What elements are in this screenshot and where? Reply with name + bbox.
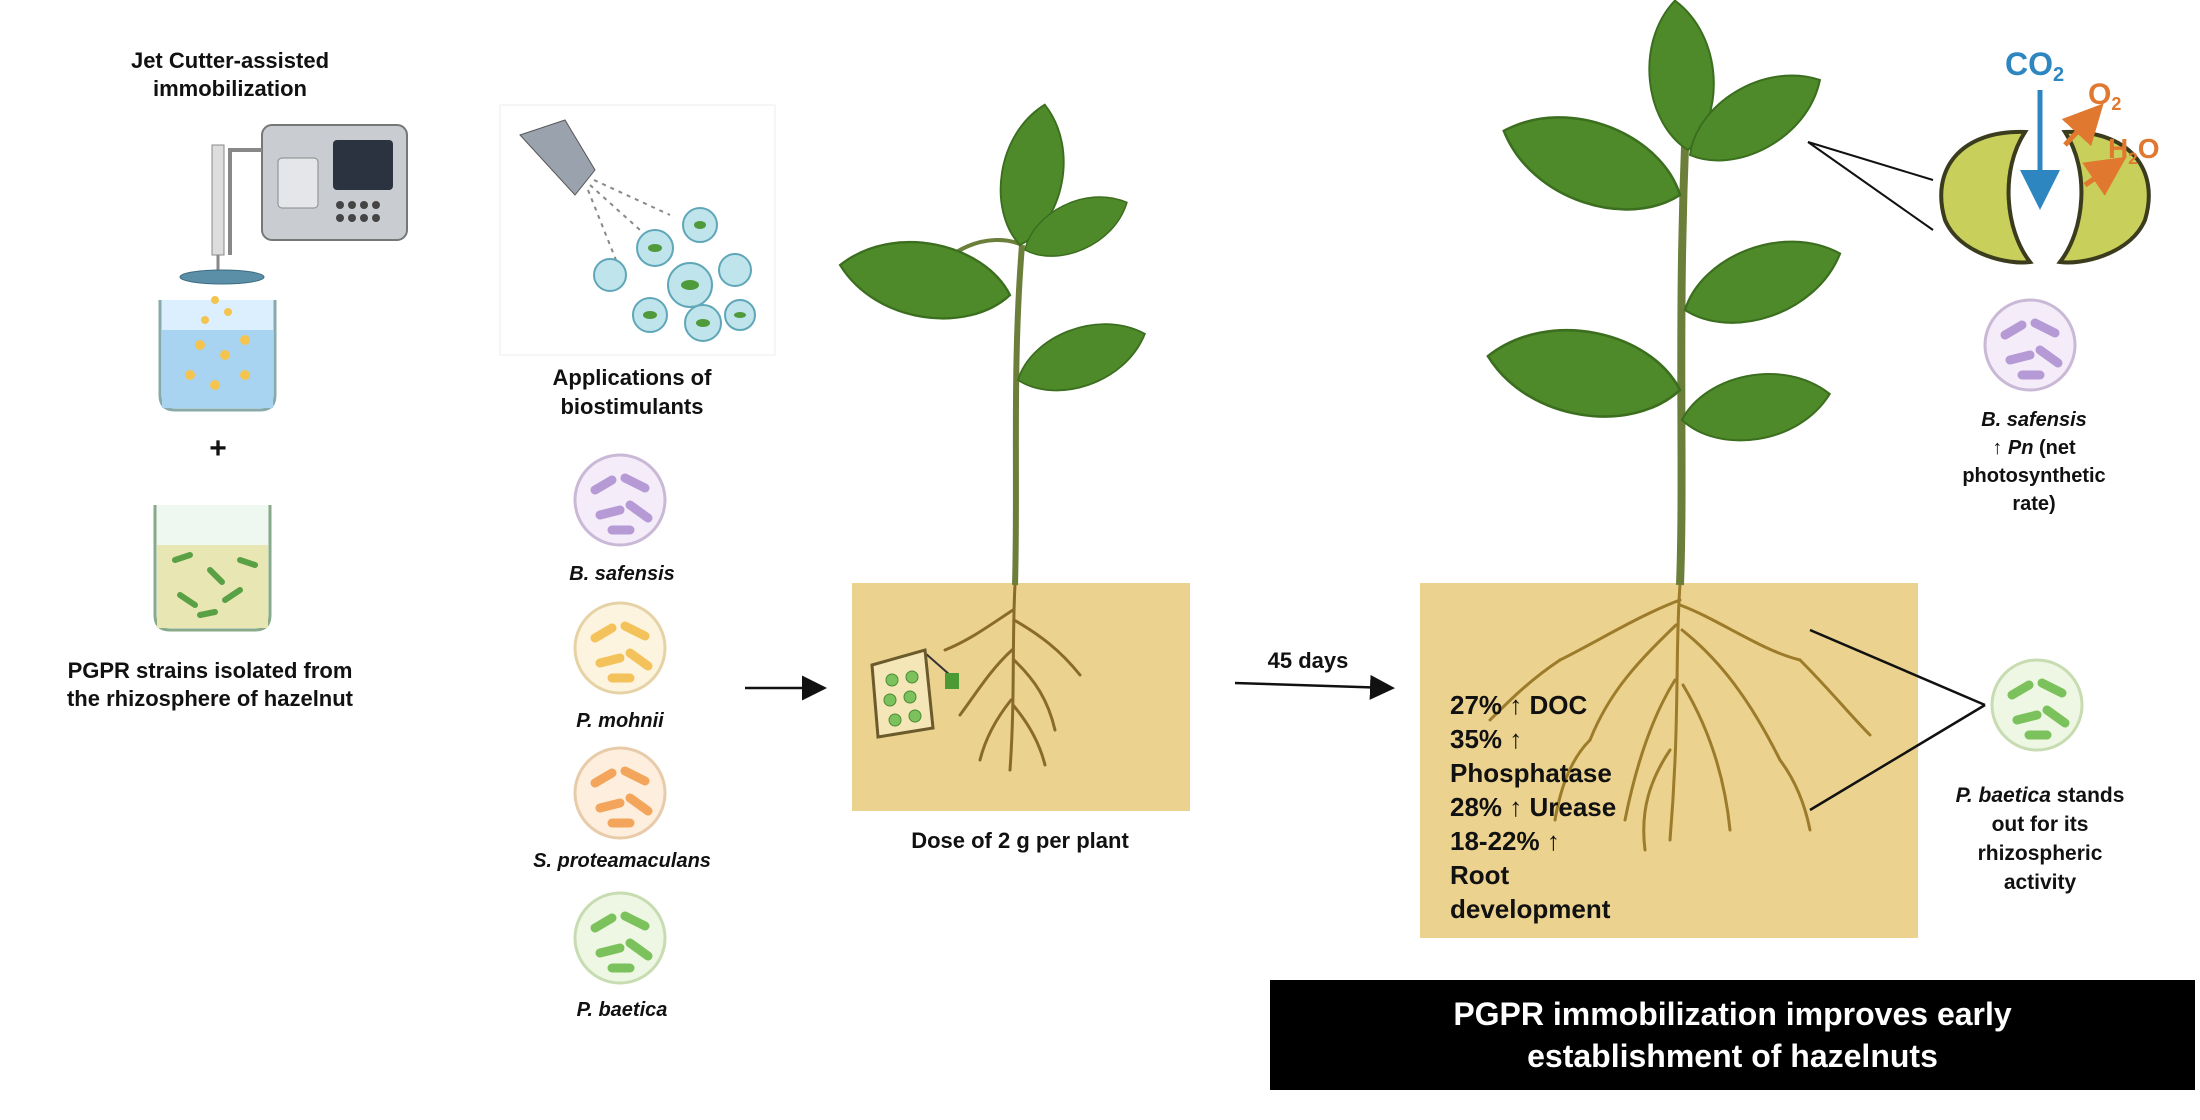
banner-line2: establishment of hazelnuts [1527, 1038, 1938, 1074]
result-line-4: 28% ↑ Urease [1450, 792, 1616, 822]
conclusion-banner: PGPR immobilization improves early estab… [1270, 980, 2195, 1090]
note-b-safensis-name: B. safensis [1981, 409, 2087, 431]
spray-biostimulant-icon [499, 104, 776, 356]
note-pn-line3: rate) [2012, 493, 2055, 515]
petri-dish-p-baetica [573, 891, 667, 985]
note-pn-line1: ↑ Pn (net [1992, 437, 2076, 459]
petri-dish-p-baetica-right [1990, 658, 2084, 752]
result-line-3: Phosphatase [1450, 758, 1612, 788]
strain-label-p-baetica: P. baetica [577, 999, 668, 1021]
o2-label: O2 [2088, 78, 2121, 114]
note-p-baetica-line2: out for its [1992, 813, 2089, 836]
applications-label-line2: biostimulants [560, 394, 703, 419]
h2o-label: H2O [2108, 133, 2159, 168]
pgpr-label-line2: the rhizosphere of hazelnut [67, 686, 354, 711]
plus-sign: + [209, 432, 227, 465]
callout-lines-p-baetica [1809, 628, 1986, 812]
petri-dish-s-proteamaculans [573, 746, 667, 840]
beaker-beads-icon [158, 296, 277, 412]
stomata-icon [1807, 90, 2151, 265]
banner-line1: PGPR immobilization improves early [1453, 996, 2012, 1032]
result-line-7: development [1450, 894, 1611, 924]
tea-bag-icon [870, 648, 959, 739]
beaker-bacteria-icon [153, 505, 272, 632]
co2-label: CO2 [2005, 46, 2064, 86]
jet-cutter-label-line2: immobilization [153, 76, 307, 101]
grown-plant-with-soil [1420, 0, 1918, 938]
result-line-1: 27% ↑ DOC [1450, 690, 1587, 720]
note-p-baetica-line4: activity [2004, 871, 2077, 894]
strain-label-b-safensis: B. safensis [569, 563, 675, 585]
arrow-45-days [1234, 674, 1395, 700]
result-line-2: 35% ↑ [1450, 724, 1522, 754]
strain-label-s-proteamaculans: S. proteamaculans [533, 850, 711, 872]
result-line-5: 18-22% ↑ [1450, 826, 1560, 856]
petri-dish-b-safensis-right [1983, 298, 2077, 392]
jet-cutter-icon [179, 124, 408, 285]
dose-label: Dose of 2 g per plant [911, 828, 1129, 853]
pgpr-label-line1: PGPR strains isolated from [68, 658, 353, 683]
days-label: 45 days [1268, 648, 1349, 673]
result-line-6: Root [1450, 860, 1510, 890]
note-p-baetica-line1: P. baetica stands [1956, 784, 2125, 807]
strain-label-p-mohnii: P. mohnii [576, 710, 664, 732]
applications-label-line1: Applications of [553, 365, 713, 390]
petri-dish-p-mohnii [573, 601, 667, 695]
petri-dish-b-safensis [573, 453, 667, 547]
note-p-baetica-line3: rhizospheric [1978, 842, 2103, 865]
jet-cutter-label-line1: Jet Cutter-assisted [131, 48, 329, 73]
note-pn-line2: photosynthetic [1962, 465, 2105, 487]
young-plant-with-soil [832, 98, 1190, 811]
